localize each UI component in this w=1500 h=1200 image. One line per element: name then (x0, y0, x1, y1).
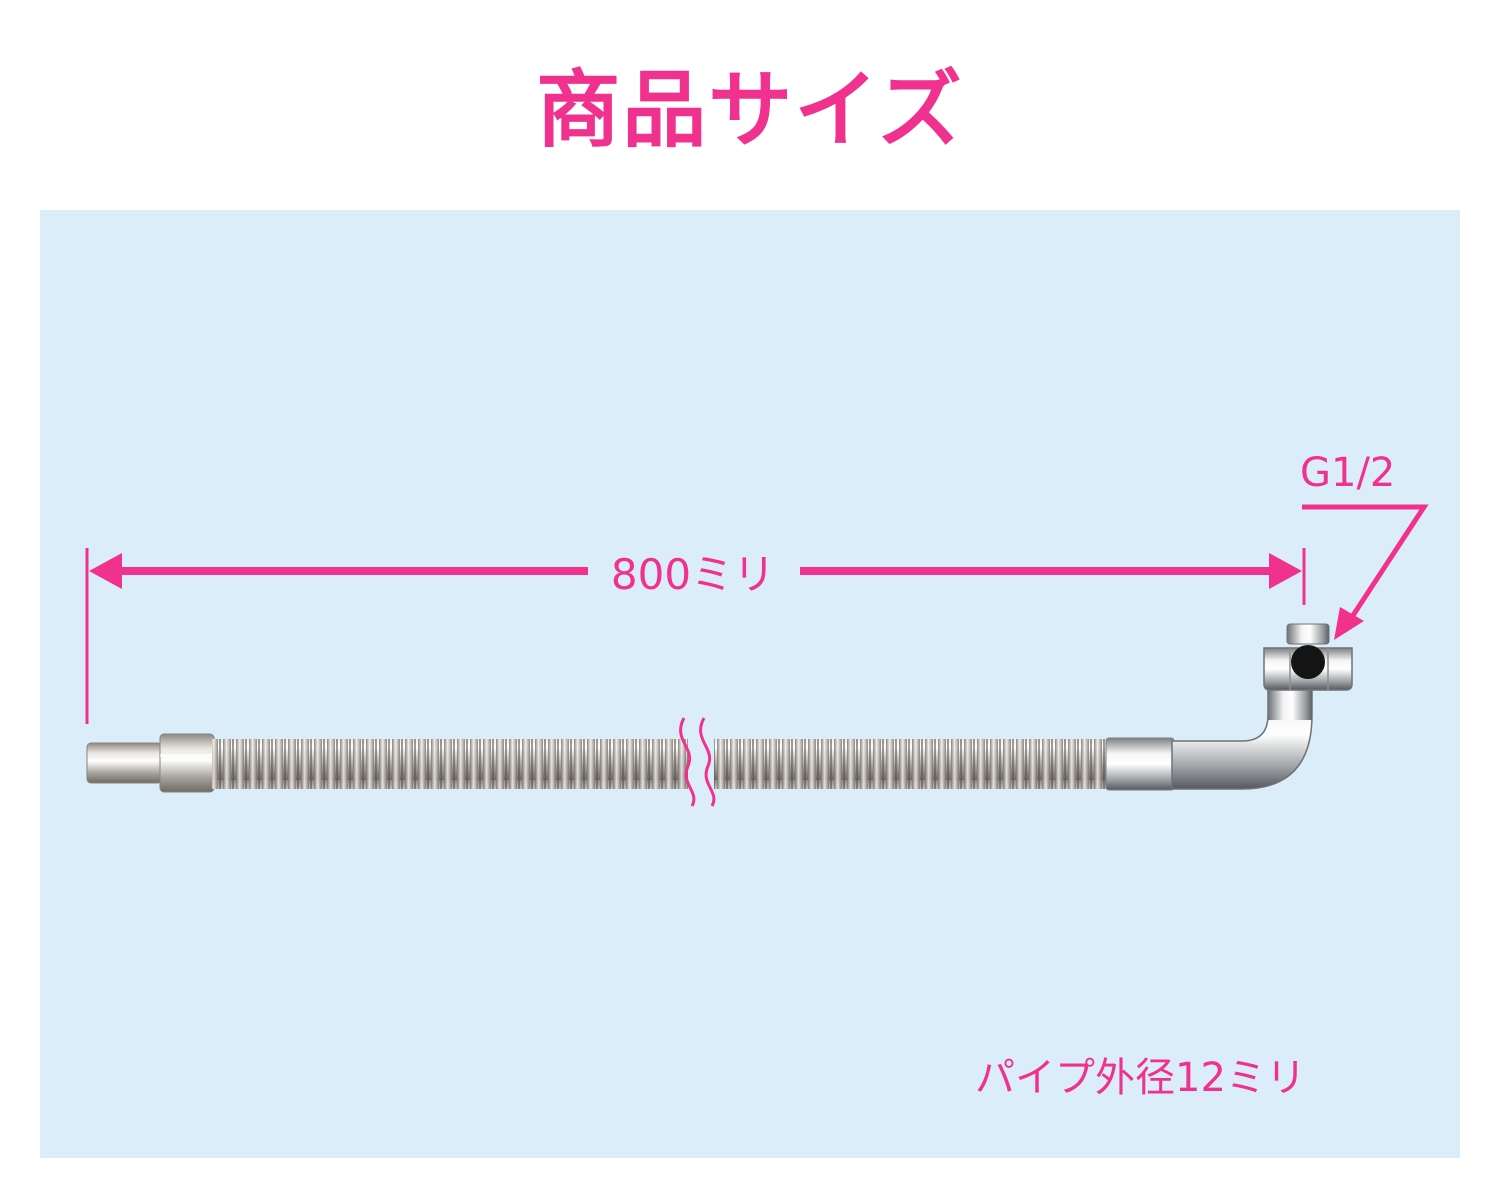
pipe-end-tip (86, 742, 163, 784)
page-title: 商品サイズ (536, 61, 964, 159)
length-break-mark (679, 717, 716, 807)
chrome-collar (1105, 737, 1175, 791)
length-label: 800ミリ (588, 548, 798, 602)
thread-size-label: G1/2 (1300, 450, 1396, 496)
flexible-hose (212, 739, 1108, 789)
pipe-diameter-label: パイプ外径12ミリ (975, 1055, 1306, 1101)
diagram-panel (40, 210, 1460, 1158)
elbow-hex-nut (1263, 623, 1353, 691)
chrome-elbow (1171, 679, 1313, 790)
thread-leader-arrow (1302, 504, 1429, 640)
pipe-end-nut (159, 733, 215, 793)
length-dimension-line (85, 548, 1306, 724)
